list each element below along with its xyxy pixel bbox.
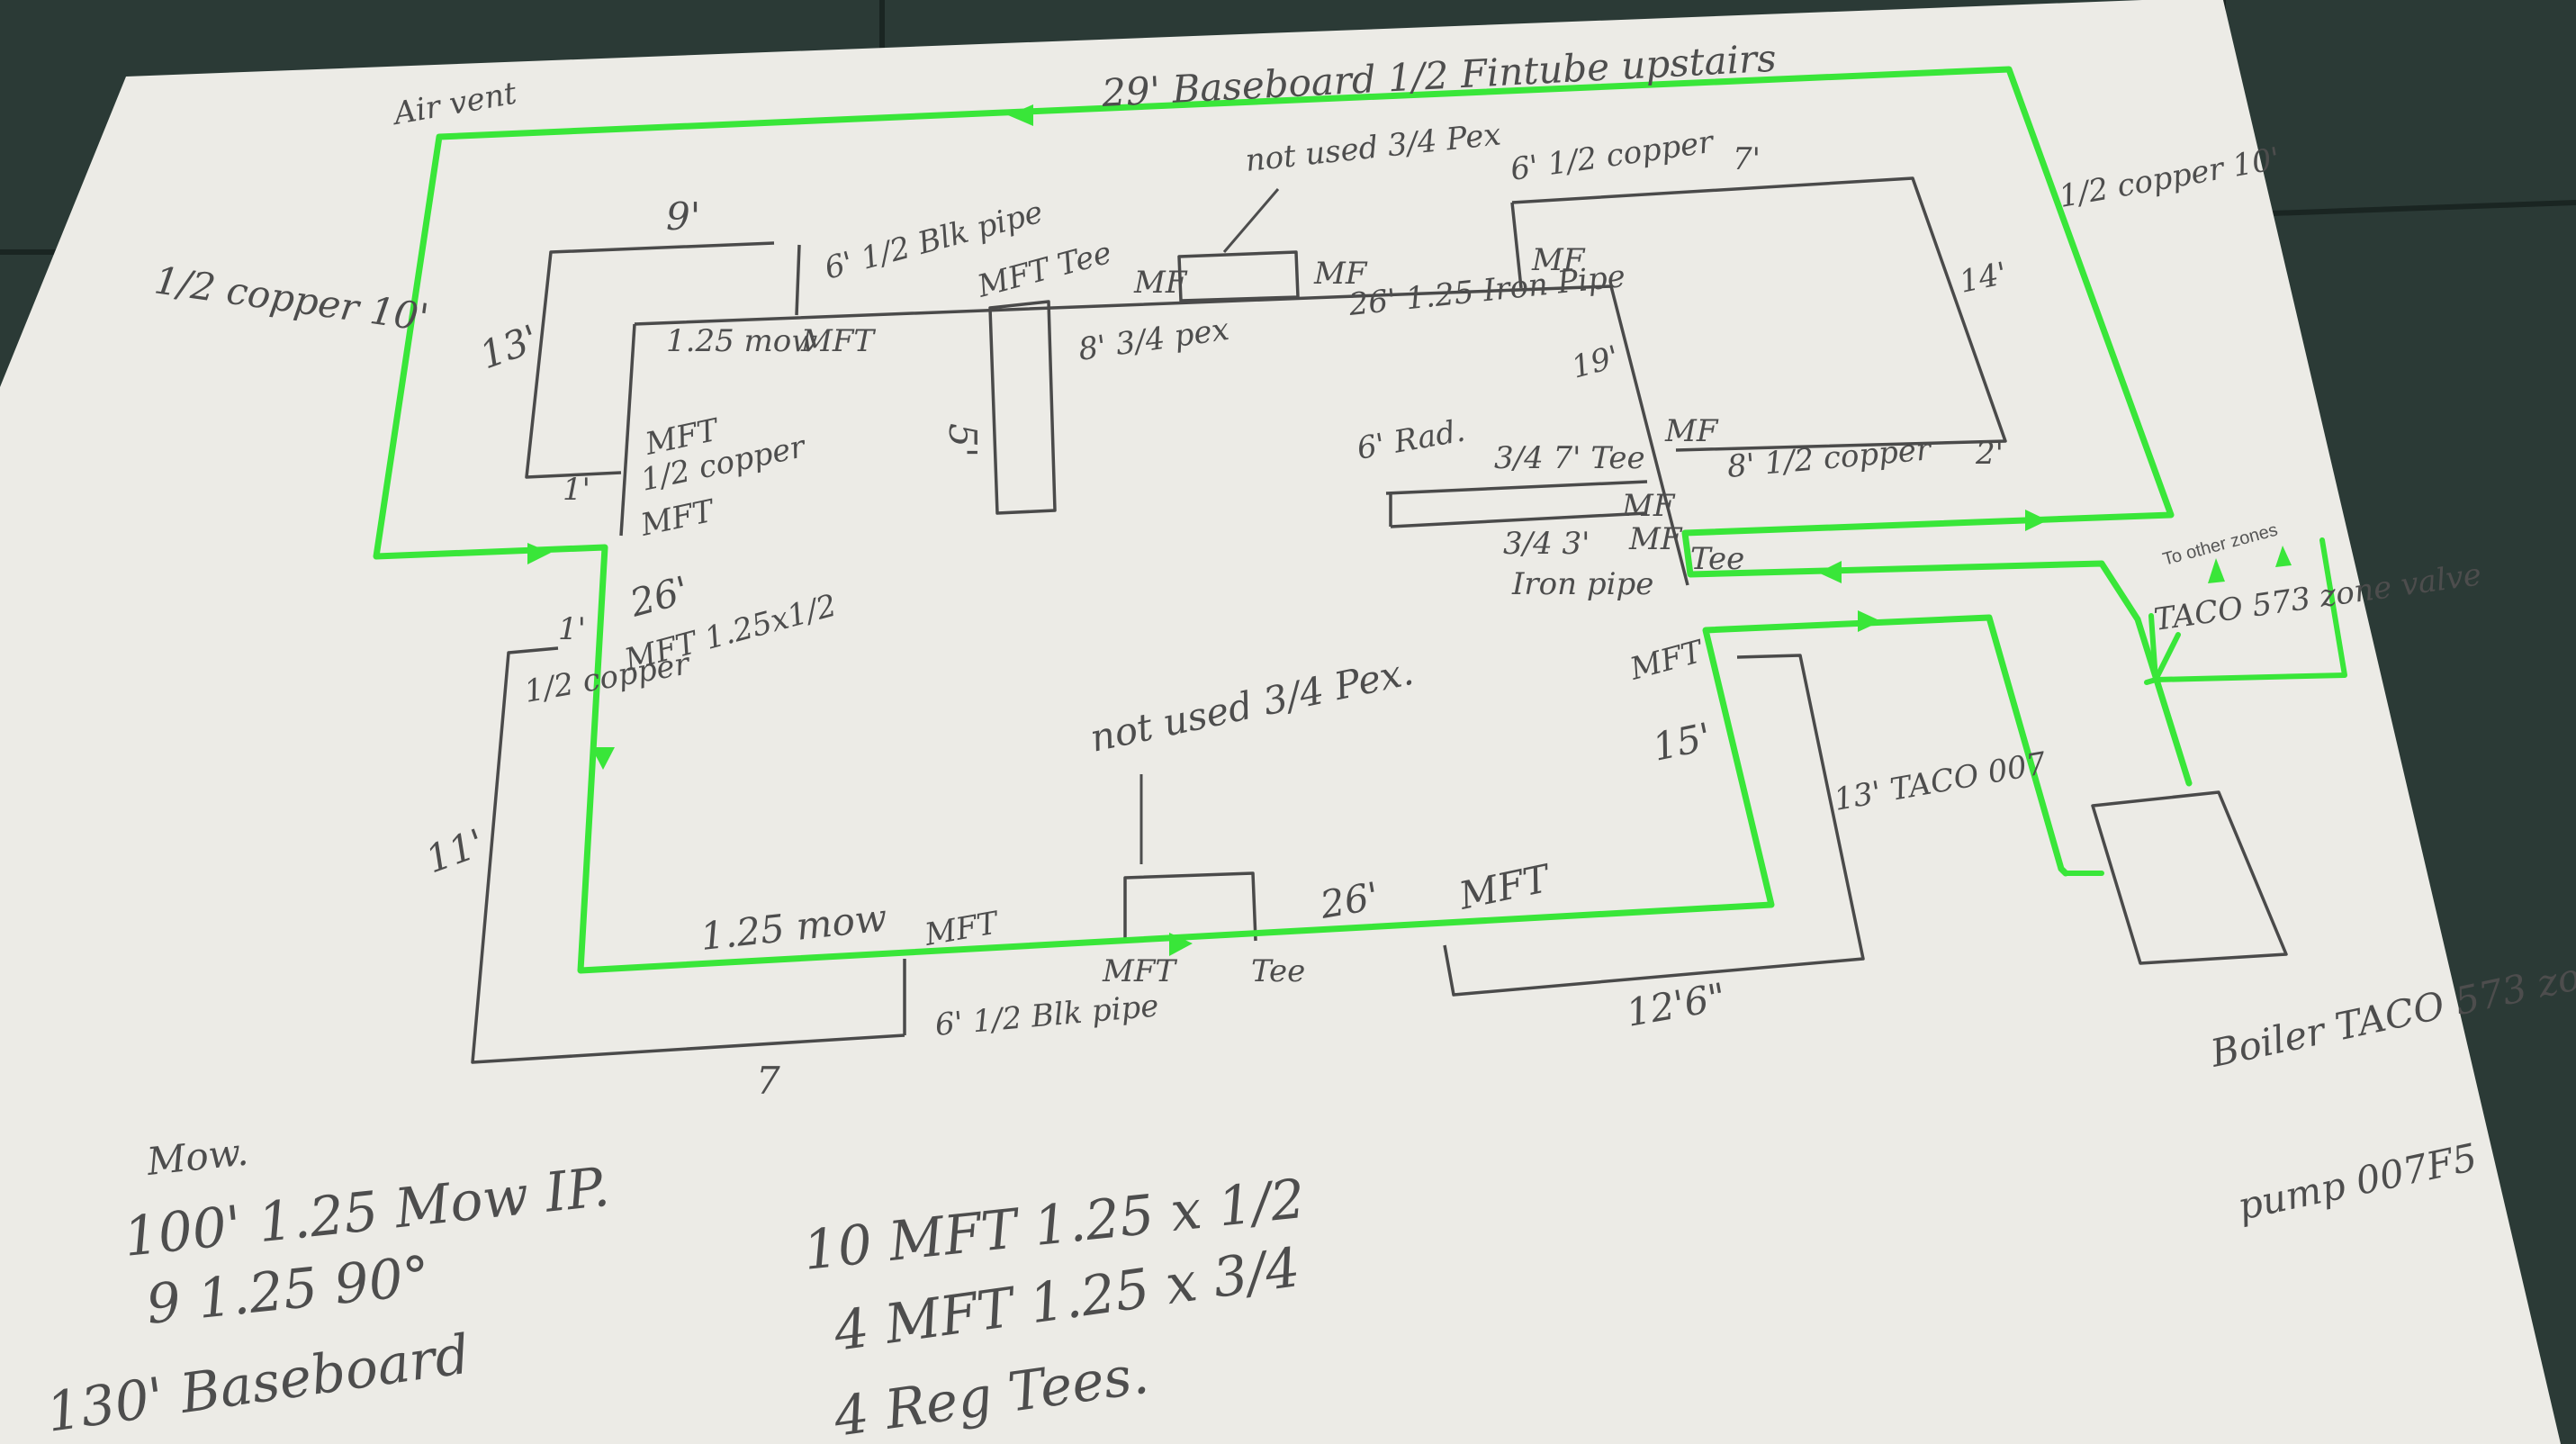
label-mft-top-left: MFT [800, 323, 876, 359]
label-mf-mid2: MF [1628, 521, 1683, 557]
label-mf-corner: MF [1531, 242, 1586, 278]
label-mf-left: MF [1133, 265, 1188, 301]
label-tee-bottom: Tee [1251, 953, 1305, 989]
flow-arrows [527, 104, 2048, 956]
label-mft-bottom2: MFT [1102, 953, 1177, 989]
pointer-not-used-top [1222, 188, 1280, 253]
room-outlines [471, 176, 2288, 1064]
label-mf-right: MF [1313, 256, 1368, 292]
label-room-a-bottom: 1' [563, 472, 590, 508]
label-tee-34: 3/4 7' Tee [1494, 440, 1645, 476]
label-five: 5' [941, 423, 985, 457]
label-tee-right: Tee [1690, 541, 1744, 577]
label-iron-pipe: Iron pipe [1511, 566, 1653, 602]
label-twenty-six-bottom: 26' [1316, 873, 1383, 927]
zone-valve-connections [2063, 537, 2347, 876]
label-thirty-four-3: 3/4 3' [1503, 526, 1590, 562]
label-mf-mid: MF [1621, 488, 1676, 524]
label-seven-top: 7' [1733, 141, 1761, 177]
label-mow-125: 1.25 mow [666, 323, 817, 359]
label-two: 2' [1975, 436, 2004, 472]
label-seven-bottom: 7 [756, 1059, 780, 1103]
materials-left-0: Mow. [144, 1129, 250, 1184]
label-one-lower: 1' [558, 611, 586, 647]
label-room-a-top: 9' [666, 194, 700, 239]
label-mf-right-2: MF [1664, 413, 1719, 449]
